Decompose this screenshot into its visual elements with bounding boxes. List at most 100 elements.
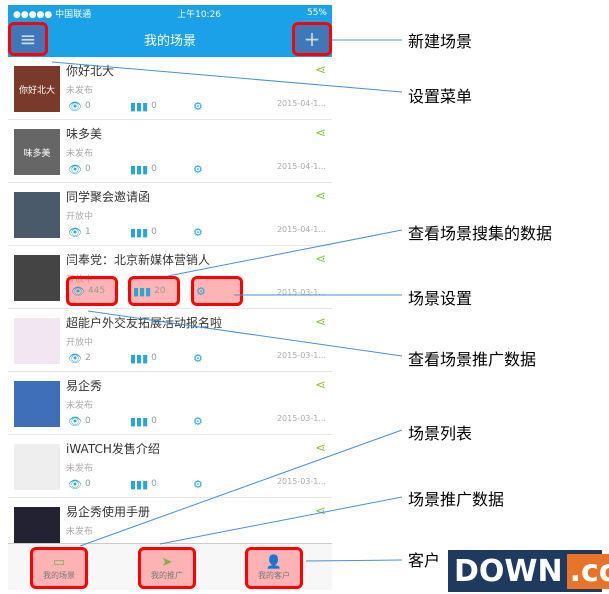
views-count: 0 [84,164,91,174]
scene-stats: 👁445▮▮▮20⚙2015-03-1... [66,276,326,306]
share-icon[interactable]: ⋖ [315,315,326,330]
scene-title: 同学聚会邀请函 [66,190,151,204]
views-button[interactable]: 👁0 [66,473,93,495]
views-count: 0 [84,479,91,489]
share-icon[interactable]: ⋖ [315,378,326,393]
annotation-label: 客户 [408,551,441,570]
tab-paper-plane[interactable]: ➤我的推广 [138,547,196,589]
tab-bar: ▭我的场景 ➤我的推广 👤我的客户 [8,543,332,590]
tab-label: 我的场景 [43,571,75,580]
scene-row[interactable]: 同学聚会邀请函开放中 ⋖ 👁1 ▮▮▮0 ⚙ 2015-04-1... [8,183,332,246]
settings-button[interactable]: ⚙ [191,95,205,117]
paper-plane-icon: ➤ [161,555,173,570]
line-customers [305,559,403,562]
scene-date: 2015-03-1... [276,477,326,486]
settings-button[interactable]: ⚙ [191,276,243,306]
battery: 55% [306,8,327,18]
menu-button[interactable]: ≡ [8,22,48,56]
settings-button[interactable]: ⚙ [191,158,205,180]
annotation-label: 场景推广数据 [408,490,505,509]
annotation-label: 查看场景推广数据 [408,350,537,369]
scene-list: 你好北大你好北大未发布⋖👁0▮▮▮0⚙2015-04-1...味多美味多美未发布… [8,57,332,561]
line-promo-data [87,310,403,357]
scene-row[interactable]: 易企秀未发布⋖👁0▮▮▮0⚙2015-03-1... [8,372,332,435]
share-icon[interactable]: ⋖ [315,504,326,519]
gear-icon: ⚙ [193,225,203,239]
views-button[interactable]: 👁1 [66,221,93,243]
eye-icon: 👁 [71,284,85,298]
status-bar: ●●●●● 中国联通 上午10:26 55% [8,5,332,21]
line-collected-data [167,229,403,277]
line-menu [51,61,403,93]
views-count: 445 [87,286,106,296]
share-icon[interactable]: ⋖ [315,189,326,204]
phone-screen: ●●●●● 中国联通 上午10:26 55% ≡ 我的场景 + 你好北大你好北大… [8,5,332,590]
line-promo [159,496,403,545]
views-button[interactable]: 👁0 [66,95,93,117]
annotation-label: 新建场景 [408,32,473,51]
share-icon[interactable]: ⋖ [315,441,326,456]
monitor-icon: ▭ [52,555,66,570]
views-button[interactable]: 👁2 [66,347,93,369]
scene-thumbnail [14,318,60,364]
scene-row[interactable]: 你好北大你好北大未发布⋖👁0▮▮▮0⚙2015-04-1... [8,57,332,120]
scene-thumbnail [14,192,60,238]
views-button[interactable]: 👁445 [66,276,118,306]
scene-row[interactable]: 闫奉党：北京新媒体营销人开放中⋖👁445▮▮▮20⚙2015-03-1... [8,246,332,309]
scene-title: 你好北大 [66,64,115,78]
bar-chart-icon: ▮▮▮ [130,99,149,113]
scene-status: 未发布 [66,86,94,96]
share-icon[interactable]: ⋖ [315,126,326,141]
scene-thumbnail [14,444,60,490]
settings-button[interactable]: ⚙ [191,410,205,432]
settings-button[interactable]: ⚙ [191,473,205,495]
bar-chart-icon: ▮▮▮ [130,477,149,491]
views-count: 1 [84,227,91,237]
scene-date: 2015-04-1... [276,99,326,108]
gear-icon: ⚙ [193,477,203,491]
tab-person[interactable]: 👤我的客户 [245,547,303,589]
data-button[interactable]: ▮▮▮0 [128,221,159,243]
views-count: 0 [84,101,91,111]
views-count: 2 [84,353,91,363]
scene-thumbnail [14,255,60,301]
data-button[interactable]: ▮▮▮0 [128,410,159,432]
clock: 上午10:26 [177,9,222,20]
scene-stats: 👁0▮▮▮0⚙2015-04-1... [66,162,326,176]
scene-date: 2015-03-1... [276,414,326,423]
data-button[interactable]: ▮▮▮0 [128,473,159,495]
scene-stats: 👁1▮▮▮0⚙2015-04-1... [66,225,326,239]
scene-stats: 👁2▮▮▮0⚙2015-03-1... [66,351,326,365]
eye-icon: 👁 [68,351,82,365]
bar-chart-icon: ▮▮▮ [133,284,152,298]
new-scene-button[interactable]: + [292,22,332,56]
scene-row[interactable]: 味多美味多美未发布⋖👁0▮▮▮0⚙2015-04-1... [8,120,332,183]
scene-row[interactable]: 超能户外交友拓展活动报名啦开放中⋖👁2▮▮▮0⚙2015-03-1... [8,309,332,372]
data-count: 0 [151,416,157,426]
scene-status: 开放中 [66,212,94,222]
eye-icon: 👁 [68,414,82,428]
data-button[interactable]: ▮▮▮20 [128,276,180,306]
tab-monitor[interactable]: ▭我的场景 [30,547,88,589]
annotation-label: 场景设置 [408,289,473,308]
data-button[interactable]: ▮▮▮0 [128,158,159,180]
views-button[interactable]: 👁0 [66,158,93,180]
scene-date: 2015-04-1... [276,225,326,234]
data-count: 20 [154,286,166,296]
bar-chart-icon: ▮▮▮ [130,162,149,176]
hamburger-icon: ≡ [19,27,37,51]
settings-button[interactable]: ⚙ [191,347,205,369]
scene-status: 未发布 [66,464,94,474]
scene-status: 未发布 [66,527,94,537]
person-icon: 👤 [265,555,283,570]
settings-button[interactable]: ⚙ [191,221,205,243]
annotation-label: 查看场景搜集的数据 [408,224,553,243]
scene-row[interactable]: iWATCH发售介绍未发布⋖👁0▮▮▮0⚙2015-03-1... [8,435,332,498]
share-icon[interactable]: ⋖ [315,252,326,267]
data-button[interactable]: ▮▮▮0 [128,95,159,117]
views-button[interactable]: 👁0 [66,410,93,432]
data-button[interactable]: ▮▮▮0 [128,347,159,369]
scene-thumbnail: 你好北大 [14,66,60,112]
share-icon[interactable]: ⋖ [315,63,326,78]
